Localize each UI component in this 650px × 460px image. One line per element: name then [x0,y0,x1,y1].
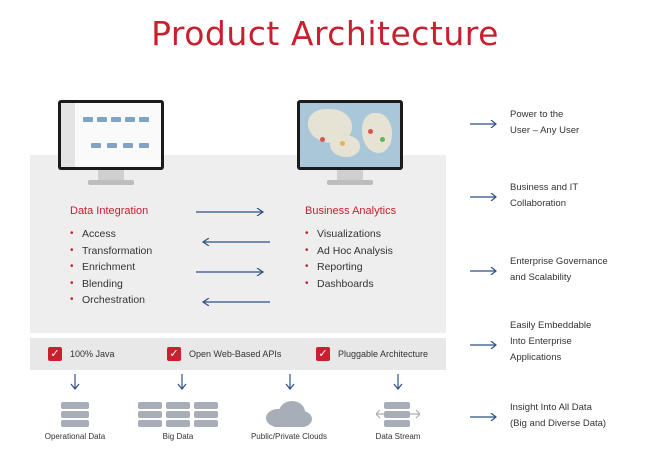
data-integration-monitor [58,100,164,188]
right-arrow-icon [470,262,498,276]
left-arrow-icon [200,238,270,246]
business-analytics-title: Business Analytics [305,205,397,217]
business-analytics-list: •Visualizations •Ad Hoc Analysis •Report… [305,226,393,292]
right-arrow-icon [470,115,498,129]
right-arrow-icon [470,408,498,422]
cloud-icon [264,400,312,433]
list-item: •Dashboards [305,277,374,290]
source-label-clouds: Public/Private Clouds [250,432,328,441]
right-arrow-icon [470,336,498,350]
down-arrow-icon [393,374,403,390]
database-icon [61,402,89,433]
big-data-icon [138,402,218,433]
feature-strip [30,338,446,370]
down-arrow-icon [285,374,295,390]
data-integration-title: Data Integration [70,205,149,217]
down-arrow-icon [70,374,80,390]
list-item: •Reporting [305,261,363,273]
checkmark-icon: ✓ [48,347,62,361]
list-item: •Orchestration [70,294,146,306]
list-item: •Ad Hoc Analysis [305,244,393,257]
right-arrow-icon [196,208,266,216]
list-item: •Enrichment [70,261,136,273]
source-label-operational: Operational Data [44,432,106,441]
left-arrow-icon [200,298,270,306]
check-java: ✓ 100% Java [48,346,115,362]
list-item: •Visualizations [305,228,382,240]
source-label-stream: Data Stream [375,432,421,441]
list-item: •Access [70,228,116,240]
checkmark-icon: ✓ [167,347,181,361]
check-web-apis: ✓ Open Web-Based APIs [167,346,281,362]
source-label-big-data: Big Data [162,432,194,441]
checkmark-icon: ✓ [316,347,330,361]
list-item: •Blending [70,277,123,290]
list-item: •Transformation [70,244,153,257]
right-arrow-icon [470,188,498,202]
business-analytics-monitor [297,100,403,188]
page-title: Product Architecture [151,14,499,53]
data-stream-icon [375,402,421,433]
right-arrow-icon [196,268,266,276]
data-integration-list: •Access •Transformation •Enrichment •Ble… [70,226,152,309]
down-arrow-icon [177,374,187,390]
check-pluggable: ✓ Pluggable Architecture [316,346,428,362]
